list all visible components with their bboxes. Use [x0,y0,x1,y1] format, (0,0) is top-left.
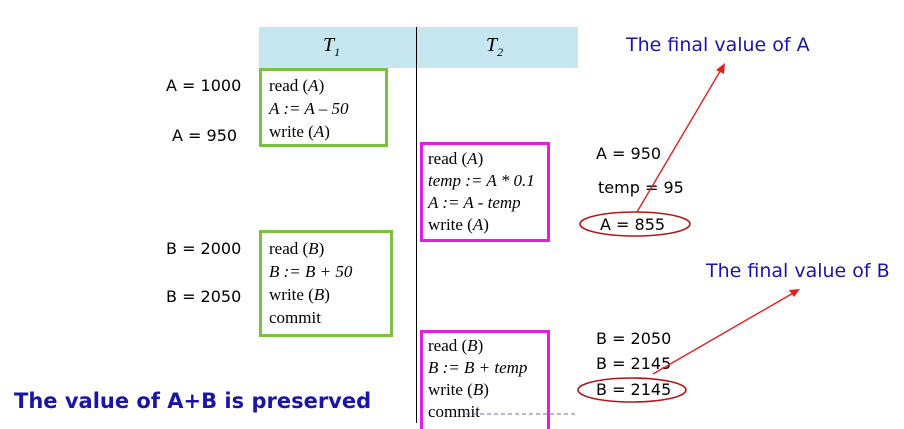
final-value-a-label: The final value of A [626,34,810,56]
final-a-ellipse [579,211,691,237]
t1-assign-b: B := B + 50 [269,262,353,281]
arrow-head-final-a [716,63,725,74]
t1-read-a: read (A) [269,76,325,95]
arrow-final-b [652,291,796,375]
t1-commit: commit [269,308,321,327]
t2-commit: commit [428,402,480,421]
preserved-note: The value of A+B is preserved [14,389,372,413]
t2-read-a: read (A) [428,149,484,168]
table-header [259,27,578,68]
t1-column-header: T1 [323,34,341,59]
t2-write-a: write (A) [428,215,489,234]
right-value-b-final: B = 2145 [596,380,672,399]
arrow-final-a [636,67,723,213]
t1-write-b: write (B) [269,285,330,304]
header-divider [416,27,417,68]
left-value-b-2050: B = 2050 [166,287,242,306]
right-value-b-2050: B = 2050 [596,329,672,348]
t2-read-b: read (B) [428,336,484,355]
right-value-temp: temp = 95 [598,178,684,197]
right-value-b-2145: B = 2145 [596,354,672,373]
t2-assign-b: B := B + temp [428,358,528,377]
final-b-ellipse [577,377,687,403]
left-value-a-950: A = 950 [172,126,238,145]
column-divider [416,68,417,423]
right-value-a-950: A = 950 [596,144,662,163]
left-value-a-1000: A = 1000 [166,76,242,95]
t1-assign-a: A := A – 50 [269,99,349,118]
t1-operation-box-a: read (A) A := A – 50 write (A) [259,68,388,147]
t2-operation-box-a: read (A) temp := A * 0.1 A := A - temp w… [420,142,550,242]
final-value-b-label: The final value of B [706,260,890,282]
left-value-b-2000: B = 2000 [166,239,242,258]
arrow-head-final-b [789,289,800,297]
t1-read-b: read (B) [269,239,325,258]
t2-column-header: T2 [486,34,504,59]
t2-write-b: write (B) [428,380,489,399]
right-value-a-final: A = 855 [600,215,666,234]
t1-write-a: write (A) [269,122,330,141]
t2-assign-a: A := A - temp [428,193,521,212]
t2-operation-box-b: read (B) B := B + temp write (B) commit [420,330,550,429]
t1-operation-box-b: read (B) B := B + 50 write (B) commit [259,230,393,337]
t2-compute-temp: temp := A * 0.1 [428,171,535,190]
